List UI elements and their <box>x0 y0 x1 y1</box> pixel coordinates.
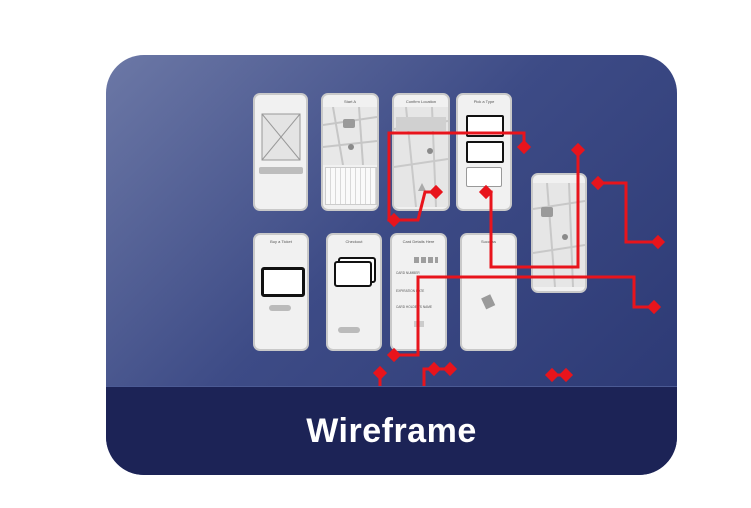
card-title: Wireframe <box>306 411 477 450</box>
screen-title: Card Details Here <box>402 239 435 244</box>
phone-screen-start[interactable]: Start A <box>321 93 379 211</box>
card-holder-label: CARD HOLDER'S NAME <box>396 305 433 309</box>
screen-title: Success <box>480 239 497 244</box>
phone-screen-confirm-location[interactable]: Confirm Location <box>392 93 450 211</box>
ticket-option[interactable] <box>466 167 502 187</box>
screen-title: Buy a Ticket <box>270 239 292 244</box>
phone-screen-placeholder[interactable] <box>253 93 308 211</box>
ticket-option[interactable] <box>466 115 504 137</box>
screen-title: Checkout <box>345 239 363 244</box>
start-button[interactable] <box>259 167 303 174</box>
image-placeholder-icon <box>261 113 301 161</box>
phone-screen-buy-ticket[interactable]: Buy a Ticket <box>253 233 309 351</box>
payment-card[interactable] <box>334 261 372 287</box>
quantity-toggle[interactable] <box>269 305 291 311</box>
ticket-icon <box>481 294 496 310</box>
phone-screen-card-details[interactable]: Card Details Here CARD NUMBER EXPIRATION… <box>390 233 447 351</box>
map-icon <box>533 183 585 287</box>
phone-screen-pick-type[interactable]: Pick a Type <box>456 93 512 211</box>
screen-title: Start A <box>343 99 356 104</box>
card-chips <box>414 257 438 263</box>
screen-title: Confirm Location <box>405 99 437 104</box>
phone-screen-map-detail[interactable] <box>531 173 587 293</box>
phone-screen-checkout[interactable]: Checkout <box>326 233 382 351</box>
pay-button[interactable] <box>338 327 360 333</box>
card-number-label: CARD NUMBER <box>396 271 420 275</box>
card-chip-icon <box>414 321 424 327</box>
ticket-card[interactable] <box>261 267 305 297</box>
keyboard[interactable] <box>325 167 377 205</box>
map-icon <box>323 107 377 165</box>
phone-screen-success[interactable]: Success <box>460 233 517 351</box>
wireframe-card[interactable]: Start A Confirm Location Pick a Type <box>106 55 677 475</box>
card-footer: Wireframe <box>106 386 677 475</box>
map-icon <box>394 107 448 207</box>
ticket-option[interactable] <box>466 141 504 163</box>
expiration-date-label: EXPIRATION DATE <box>396 289 425 293</box>
screen-title: Pick a Type <box>473 99 495 104</box>
